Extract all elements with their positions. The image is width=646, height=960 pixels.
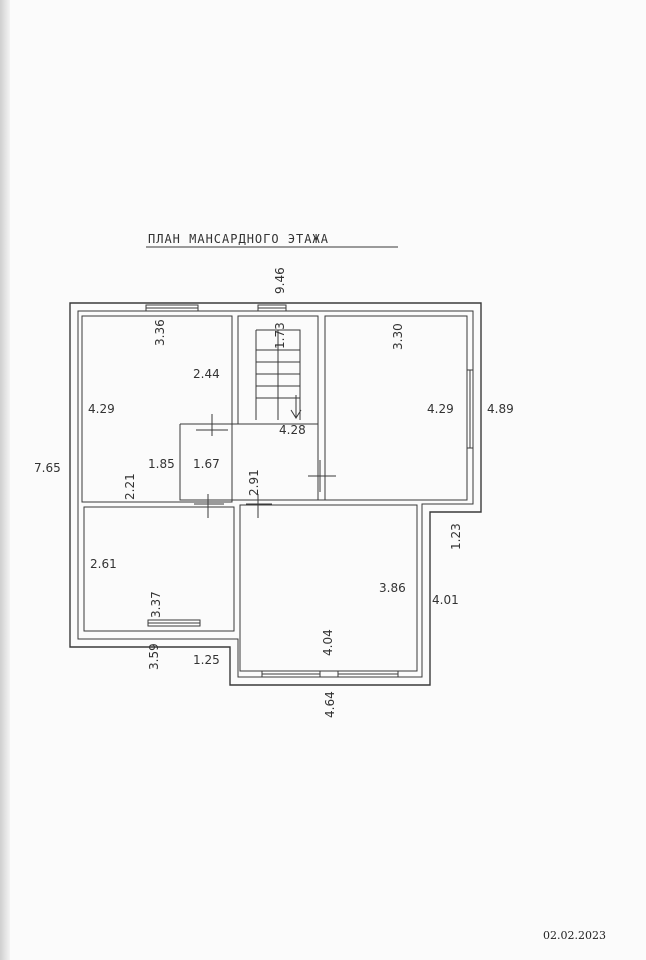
dim-291: 2.91 [247, 469, 261, 496]
room-bottom-left [83, 506, 235, 632]
dim-765: 7.65 [34, 461, 61, 475]
dim-429-right: 4.29 [427, 402, 454, 416]
dim-173: 1.73 [273, 322, 287, 349]
dim-489: 4.89 [487, 402, 514, 416]
dim-428: 4.28 [279, 423, 306, 437]
dim-330: 3.30 [391, 323, 405, 350]
dim-336: 3.36 [153, 319, 167, 346]
dim-946: 9.46 [273, 267, 287, 294]
dim-123: 1.23 [449, 523, 463, 550]
dim-221: 2.21 [123, 473, 137, 500]
dim-401: 4.01 [432, 593, 459, 607]
plan-date: 02.02.2023 [543, 929, 606, 942]
room-bottom-right [239, 504, 418, 672]
outer-wall-inner [77, 310, 474, 678]
dim-359: 3.59 [147, 643, 161, 670]
scan-edge [0, 0, 10, 960]
outer-wall-outer [69, 302, 482, 686]
dim-125: 1.25 [193, 653, 220, 667]
room-top-left [81, 315, 233, 503]
dim-404: 4.04 [321, 629, 335, 656]
hall [179, 423, 325, 501]
dim-261: 2.61 [90, 557, 117, 571]
dim-386: 3.86 [379, 581, 406, 595]
plan-title: ПЛАН МАНСАРДНОГО ЭТАЖА [148, 232, 329, 246]
dim-185: 1.85 [148, 457, 175, 471]
staircase [255, 329, 302, 420]
dim-244: 2.44 [193, 367, 220, 381]
door-marks [194, 414, 336, 518]
dim-429-left: 4.29 [88, 402, 115, 416]
dim-464: 4.64 [323, 691, 337, 718]
dim-337: 3.37 [149, 591, 163, 618]
dim-167: 1.67 [193, 457, 220, 471]
